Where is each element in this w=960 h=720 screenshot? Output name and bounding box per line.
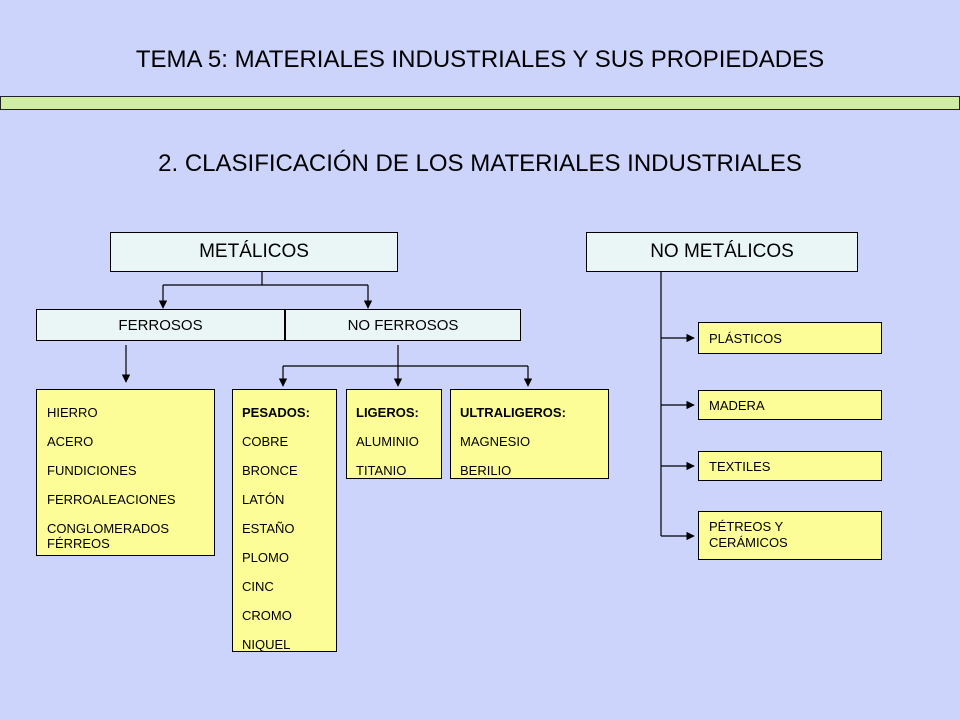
- list-item: BERILIO: [460, 463, 512, 478]
- no-metalicos-item-textiles: TEXTILES: [698, 451, 882, 481]
- list-item: FERROALEACIONES: [47, 492, 176, 507]
- list-heading: PESADOS:: [242, 405, 310, 420]
- list-item: PLOMO: [242, 550, 289, 565]
- category-ferrosos-label: FERROSOS: [118, 316, 203, 334]
- list-item: ALUMINIO: [356, 434, 419, 449]
- list-item: ESTAÑO: [242, 521, 295, 536]
- list-item: MADERA: [709, 397, 765, 413]
- list-item: CONGLOMERADOS FÉRREOS: [47, 521, 170, 551]
- category-metalicos: METÁLICOS: [110, 232, 398, 272]
- list-heading: LIGEROS:: [356, 405, 419, 420]
- category-ferrosos: FERROSOS: [36, 309, 285, 341]
- category-no-ferrosos-label: NO FERROSOS: [347, 316, 459, 334]
- list-item: COBRE: [242, 434, 289, 449]
- list-item: NIQUEL: [242, 637, 291, 652]
- list-item: PÉTREOS Y CERÁMICOS: [709, 519, 788, 550]
- list-item: CINC: [242, 579, 274, 594]
- list-item: ACERO: [47, 434, 94, 449]
- ferrosos-list: HIERRO ACERO FUNDICIONES FERROALEACIONES…: [36, 389, 215, 556]
- list-item: MAGNESIO: [460, 434, 531, 449]
- category-no-metalicos-label: NO METÁLICOS: [650, 241, 794, 262]
- ligeros-list: LIGEROS: ALUMINIO TITANIO: [346, 389, 442, 479]
- list-item: PLÁSTICOS: [709, 330, 782, 346]
- list-item: TEXTILES: [709, 458, 771, 474]
- section-subtitle: 2. CLASIFICACIÓN DE LOS MATERIALES INDUS…: [158, 150, 802, 177]
- ultraligeros-list: ULTRALIGEROS: MAGNESIO BERILIO: [450, 389, 609, 479]
- category-metalicos-label: METÁLICOS: [199, 241, 309, 262]
- category-no-metalicos: NO METÁLICOS: [586, 232, 858, 272]
- category-no-ferrosos: NO FERROSOS: [285, 309, 521, 341]
- list-item: HIERRO: [47, 405, 98, 420]
- list-item: CROMO: [242, 608, 292, 623]
- pesados-list: PESADOS: COBRE BRONCE LATÓN ESTAÑO PLOMO…: [232, 389, 337, 652]
- list-item: TITANIO: [356, 463, 407, 478]
- list-item: BRONCE: [242, 463, 298, 478]
- list-item: FUNDICIONES: [47, 463, 137, 478]
- list-item: LATÓN: [242, 492, 285, 507]
- no-metalicos-item-madera: MADERA: [698, 390, 882, 420]
- no-metalicos-item-plasticos: PLÁSTICOS: [698, 322, 882, 354]
- no-metalicos-item-petreos: PÉTREOS Y CERÁMICOS: [698, 511, 882, 560]
- list-heading: ULTRALIGEROS:: [460, 405, 566, 420]
- page-title: TEMA 5: MATERIALES INDUSTRIALES Y SUS PR…: [135, 46, 825, 73]
